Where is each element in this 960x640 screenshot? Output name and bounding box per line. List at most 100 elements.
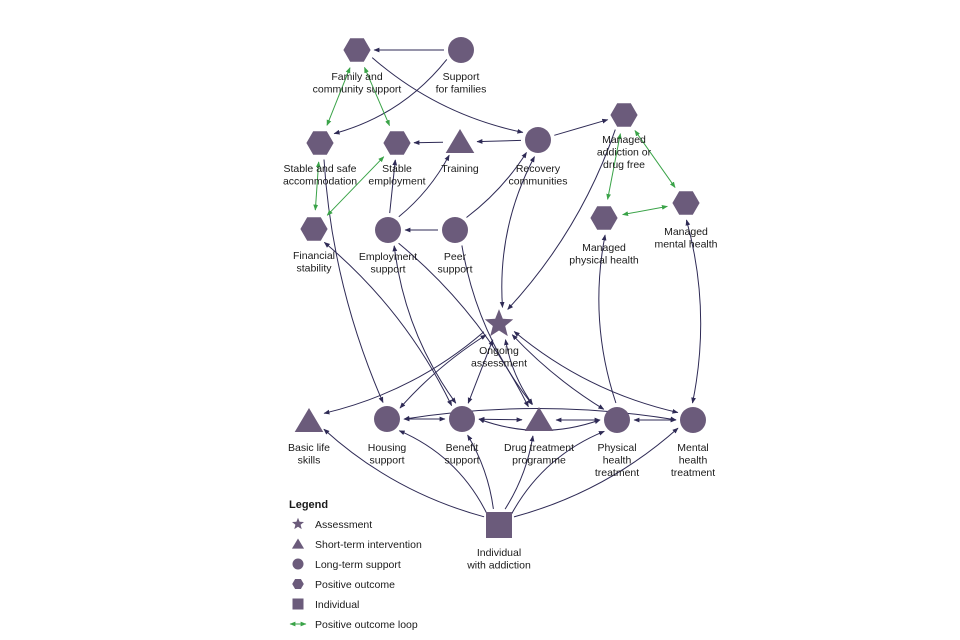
edge-stable-accom-to-housing [323,159,384,404]
node-drug-treatment-triangle-icon [524,407,554,432]
node-label-line: treatment [595,467,639,479]
node-label-line: with addiction [466,560,531,572]
legend-star-icon [292,517,304,530]
loops-layer [313,66,676,216]
edge-housing-to-mental-treatment [403,408,677,422]
edges-layer [323,47,702,518]
edge-ongoing-to-mental-treatment [513,331,679,414]
node-label-line: health [679,455,708,467]
node-label-line: addiction or [597,147,652,159]
node-mental-treatment-circle-icon [680,407,706,433]
node-label-line: Financial [293,250,335,262]
legend-item-label: Short-term intervention [315,539,422,551]
node-label-line: physical health [569,255,639,267]
node-managed-mental-hexagon-icon [672,191,700,215]
node-label-line: support [437,264,472,276]
node-stable-accom-hexagon-icon [306,131,334,155]
node-label-line: Support [443,71,480,83]
legend-title: Legend [289,499,328,511]
node-label-line: employment [368,176,425,188]
node-label-line: health [603,455,632,467]
node-training-triangle-icon [445,129,475,154]
node-label-line: assessment [471,358,527,370]
node-managed-addiction-hexagon-icon [610,103,638,127]
node-physical-treatment-circle-icon [604,407,630,433]
node-label-line: Stable and safe [284,163,357,175]
node-label-line: Employment [359,251,417,263]
node-label-line: Basic life [288,442,330,454]
edge-individual-to-mental-treatment [513,427,679,518]
node-label-line: Physical [597,442,636,454]
edge-individual-to-housing [398,430,488,514]
node-label-line: Housing [368,442,407,454]
loop-family-stable-accom [326,67,351,126]
node-label-line: mental health [654,239,717,251]
node-label-line: Managed [664,226,708,238]
node-label-line: drug free [603,159,645,171]
loop-stable-employment-financial [326,156,385,216]
node-label-line: programme [512,455,566,467]
legend-item-label: Positive outcome loop [315,619,418,631]
node-benefit-circle-icon [449,406,475,432]
node-label-line: Drug treatment [504,442,574,454]
node-label-line: skills [298,455,321,467]
node-label-line: Peer [444,251,467,263]
edge-ongoing-to-benefit [467,339,494,404]
legend-square-icon [292,598,304,610]
node-employment-support-circle-icon [375,217,401,243]
node-label-line: accommodation [283,176,357,188]
edge-support-families-to-stable-accom [333,59,448,135]
edge-mental-treatment-to-managed-mental [685,219,702,404]
node-label-line: Family and [331,71,383,83]
node-label-line: Individual [477,547,521,559]
loop-managed-addiction-managed-physical [606,133,622,200]
loop-managed-physical-managed-mental [622,205,668,216]
node-label-training: Training [441,163,479,175]
edge-individual-to-benefit [467,434,494,509]
legend-circle-icon [292,558,304,570]
edge-individual-to-basic [323,428,485,518]
edge-benefit-to-drug-treatment [478,416,523,423]
node-ongoing-star-icon [484,309,514,337]
legend-item-label: Individual [315,599,359,611]
legend-item-label: Positive outcome [315,579,395,591]
node-label-line: treatment [671,467,715,479]
node-label-line: Managed [602,134,646,146]
node-individual-square-icon [486,512,512,538]
node-label-line: Mental [677,442,709,454]
loop-family-stable-employment [364,66,390,127]
edge-recovery-to-managed-addiction [554,118,609,136]
legend-triangle-icon [291,538,305,549]
node-family-hexagon-icon [343,38,371,62]
node-stable-employment-hexagon-icon [383,131,411,155]
node-managed-physical-hexagon-icon [590,206,618,230]
node-label-line: Recovery [516,163,561,175]
node-basic-triangle-icon [294,408,324,433]
node-label-line: stability [296,263,332,275]
node-label-line: Stable [382,163,412,175]
node-financial-hexagon-icon [300,217,328,241]
node-label-line: support [370,264,405,276]
legend-hexagon-icon [292,579,304,589]
